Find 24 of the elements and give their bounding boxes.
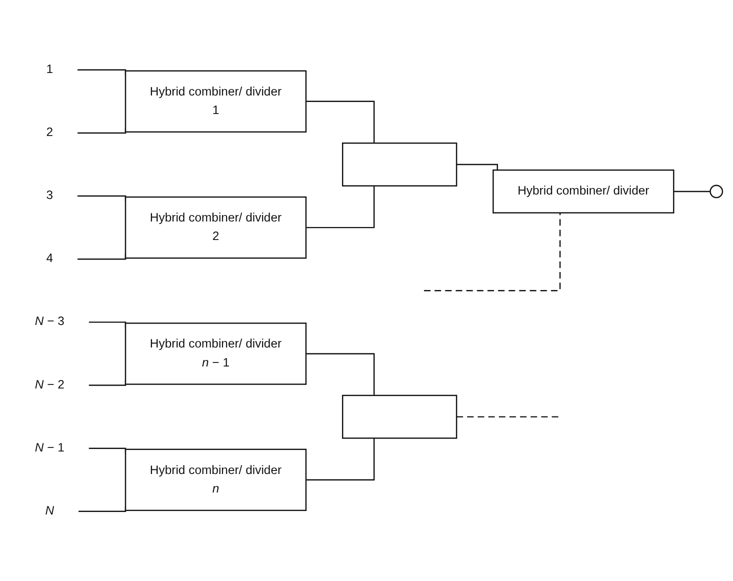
connector bbox=[456, 164, 498, 170]
connector bbox=[424, 212, 561, 292]
connector bbox=[306, 100, 375, 143]
connector bbox=[674, 190, 711, 192]
node-text: N − 3 bbox=[34, 314, 64, 328]
node-box bbox=[342, 142, 458, 186]
node-box: Hybrid combiner/ divider n bbox=[124, 448, 307, 511]
node-text: 1 bbox=[46, 62, 54, 76]
node-text: N − 2 bbox=[34, 378, 64, 392]
connector bbox=[456, 416, 560, 418]
node-text: N − 1 bbox=[34, 440, 64, 454]
node-box: Hybrid combiner/ divider bbox=[492, 169, 674, 214]
node-box: Hybrid combiner/ divider 1 bbox=[124, 70, 307, 132]
node-box: Hybrid combiner/ divider n − 1 bbox=[124, 322, 307, 385]
node-box bbox=[342, 394, 458, 439]
connector bbox=[306, 186, 375, 228]
node-box: Hybrid combiner/ divider 2 bbox=[124, 196, 307, 259]
connector bbox=[306, 438, 375, 480]
connector bbox=[306, 352, 375, 396]
node-text: N bbox=[45, 504, 54, 518]
node-text: 4 bbox=[46, 251, 54, 266]
node-text: 2 bbox=[46, 125, 54, 140]
node-text: 3 bbox=[46, 188, 54, 202]
node-circle bbox=[710, 184, 724, 198]
